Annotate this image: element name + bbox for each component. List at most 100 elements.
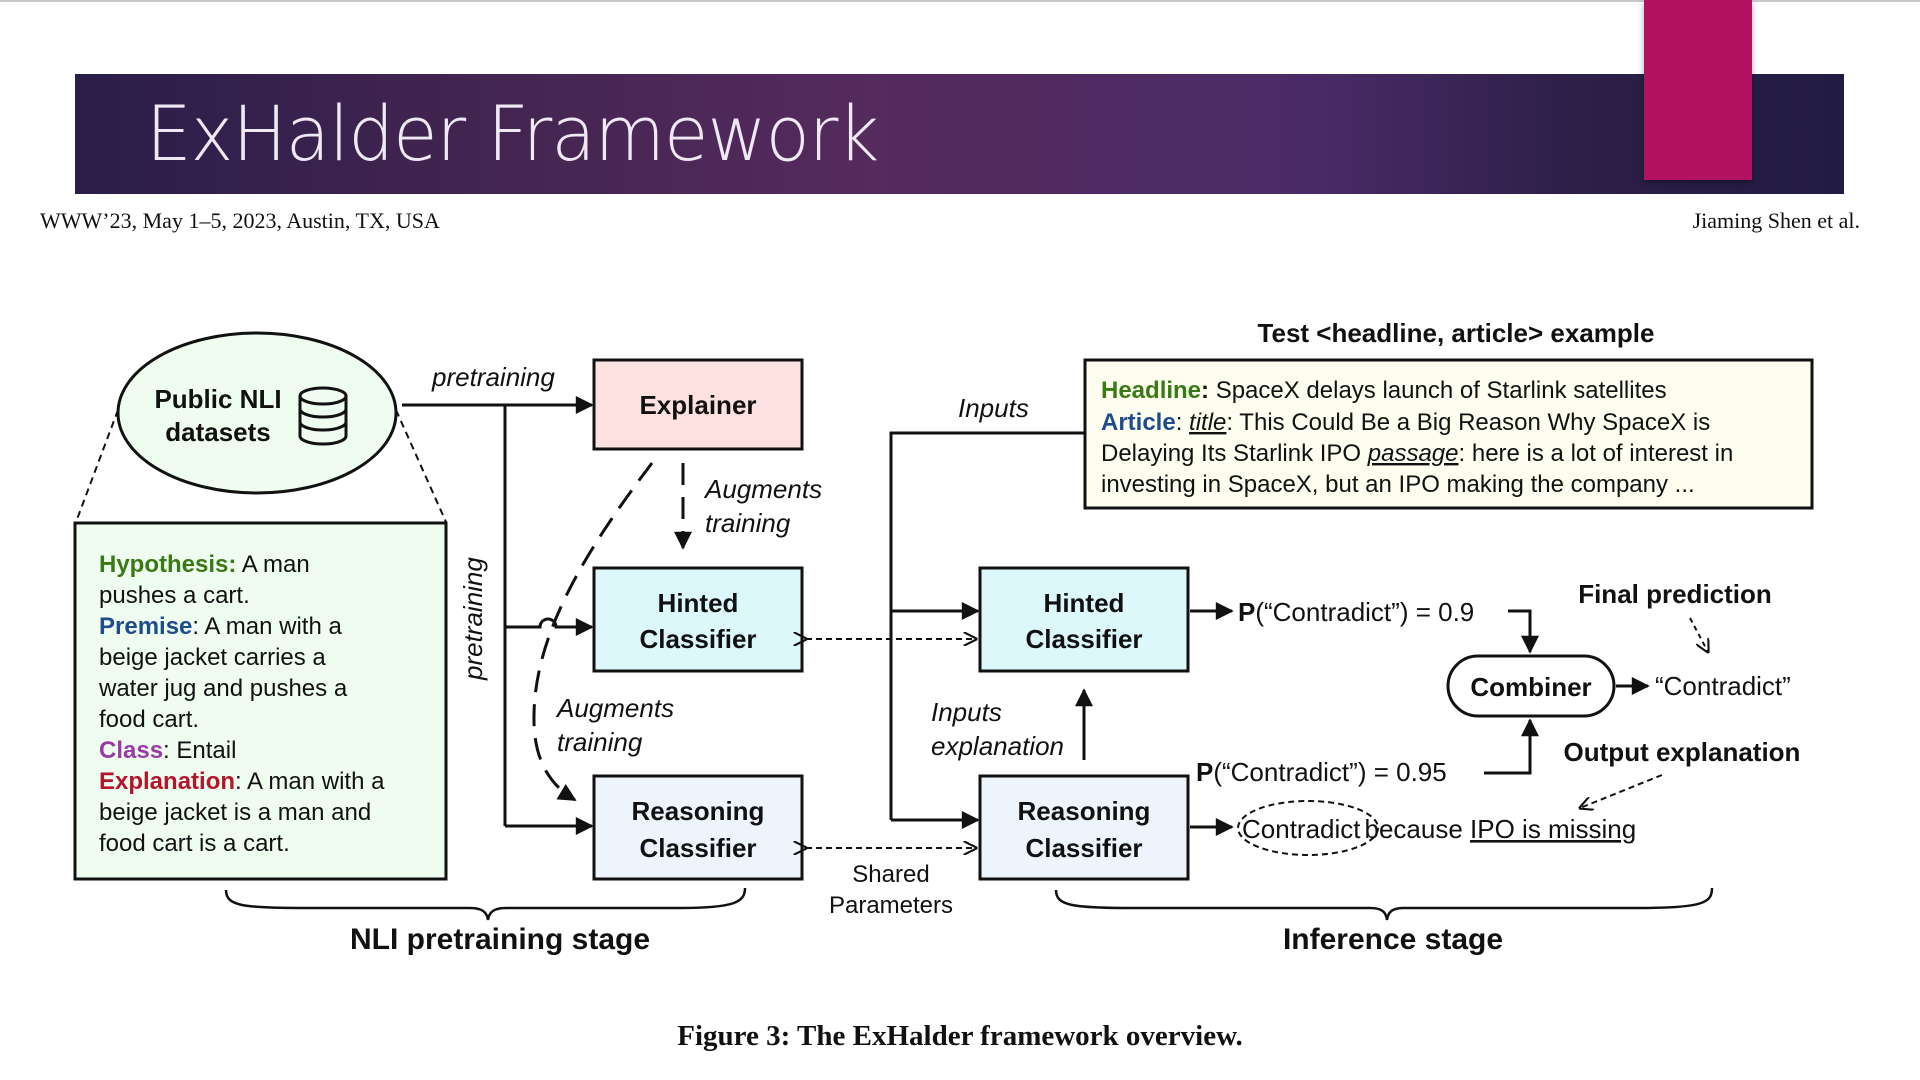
accent-bar	[1644, 0, 1752, 180]
hinted-label-1: Hinted	[658, 588, 739, 618]
class-key: Class	[99, 737, 163, 764]
explainer-box: Explainer	[592, 358, 804, 451]
p-hinted: P(“Contradict”) = 0.9	[1238, 597, 1474, 627]
final-label: “Contradict”	[1655, 671, 1791, 701]
pretraining-arrows	[402, 396, 594, 835]
zoom-line-right	[395, 409, 447, 523]
reasoning-to-combiner-arrow	[1484, 718, 1539, 775]
hypothesis-line: Hypothesis: A man	[99, 551, 310, 578]
nli-stage-label: NLI pretraining stage	[350, 923, 650, 956]
premise-line-2: beige jacket carries a	[99, 644, 326, 671]
reasoning-label-1: Reasoning	[1018, 796, 1151, 826]
inputs-trunk	[889, 431, 1085, 820]
nli-stage-brace	[224, 887, 747, 921]
database-icon	[298, 386, 348, 446]
title-word: title	[1189, 409, 1226, 436]
article-line-1: Article: title: This Could Be a Big Reas…	[1101, 409, 1710, 436]
p-reasoning-rest: (“Contradict”) = 0.95	[1213, 757, 1446, 787]
hinted-to-combiner-arrow	[1508, 609, 1539, 654]
passage-word: passage	[1367, 440, 1459, 467]
running-head-right: Jiaming Shen et al.	[1692, 208, 1860, 233]
augments-label-1: Augments	[703, 474, 822, 504]
hypothesis-text: A man	[236, 551, 309, 578]
class-line: Class: Entail	[99, 737, 236, 764]
explanation-reason: IPO is missing	[1470, 814, 1636, 844]
augments-arrow-reasoning	[532, 462, 654, 802]
reasoning-label-1: Reasoning	[632, 796, 765, 826]
inference-stage-brace	[1054, 887, 1714, 921]
p-hinted-rest: (“Contradict”) = 0.9	[1255, 597, 1474, 627]
top-rule	[0, 0, 1920, 2]
reasoning-classifier-pretrain: Reasoning Classifier	[592, 774, 804, 881]
p-reasoning: P(“Contradict”) = 0.95	[1196, 757, 1447, 787]
hypothesis-line-2: pushes a cart.	[99, 582, 250, 609]
premise-text: : A man with a	[192, 613, 342, 640]
pretraining-label-top: pretraining	[431, 362, 555, 392]
final-prediction-label: Final prediction	[1578, 579, 1772, 609]
datasets-label-2: datasets	[165, 417, 271, 447]
headline-text: SpaceX delays launch of Starlink satelli…	[1209, 377, 1667, 404]
inputs-label: Inputs	[958, 393, 1029, 423]
output-explanation-pointer	[1580, 774, 1663, 808]
training-label-1: training	[705, 508, 791, 538]
test-example-title: Test <headline, article> example	[1258, 318, 1655, 348]
augments-label-2: Augments	[555, 693, 674, 723]
explanation-line-2: beige jacket is a man and	[99, 799, 371, 826]
explainer-label: Explainer	[639, 390, 756, 420]
zoom-line-left	[75, 409, 119, 523]
pretraining-label-vertical: pretraining	[458, 557, 488, 681]
reasoning-label-2: Classifier	[1025, 833, 1142, 863]
inference-stage-label: Inference stage	[1283, 923, 1503, 956]
hypothesis-key: Hypothesis:	[99, 551, 236, 578]
explanation-line: Explanation: A man with a	[99, 768, 385, 795]
reasoning-classifier-inference: Reasoning Classifier	[978, 774, 1190, 881]
article-line-2-a: Delaying Its Starlink IPO	[1101, 440, 1368, 467]
training-label-2: training	[557, 727, 643, 757]
headline-colon: :	[1201, 377, 1209, 404]
reasoning-label-2: Classifier	[639, 833, 756, 863]
title-bar	[75, 74, 1844, 194]
hinted-label-2: Classifier	[639, 624, 756, 654]
inputs-arrows	[889, 431, 1085, 829]
explanation-class: Contradict	[1242, 814, 1361, 844]
explanation-text: : A man with a	[235, 768, 385, 795]
shared-label-2: Parameters	[829, 892, 953, 919]
combiner-box: Combiner	[1446, 654, 1616, 718]
combiner-label: Combiner	[1470, 672, 1591, 702]
premise-line-4: food cart.	[99, 706, 199, 733]
article-key: Article	[1101, 409, 1176, 436]
pretraining-arrow-hinted	[505, 617, 594, 636]
shared-label-1: Shared	[852, 861, 929, 888]
class-text: : Entail	[163, 737, 236, 764]
test-example-box: Headline: SpaceX delays launch of Starli…	[1083, 358, 1814, 510]
inputs-expl-label-1: Inputs	[931, 697, 1002, 727]
explanation-line-3: food cart is a cart.	[99, 830, 290, 857]
p-hinted-bold: P	[1238, 597, 1255, 627]
p-reasoning-bold: P	[1196, 757, 1213, 787]
explanation-key: Explanation	[99, 768, 235, 795]
hinted-classifier-inference: Hinted Classifier	[978, 566, 1190, 673]
datasets-label-1: Public NLI	[154, 384, 281, 414]
running-head-left: WWW’23, May 1–5, 2023, Austin, TX, USA	[40, 208, 440, 233]
headline-key: Headline	[1101, 377, 1201, 404]
headline-line: Headline: SpaceX delays launch of Starli…	[1101, 377, 1667, 404]
public-nli-datasets: Public NLI datasets	[116, 331, 398, 495]
premise-line: Premise: A man with a	[99, 613, 342, 640]
premise-line-3: water jug and pushes a	[98, 675, 348, 702]
article-line-2: Delaying Its Starlink IPO passage: here …	[1101, 440, 1733, 467]
explanation-because: because	[1365, 814, 1471, 844]
article-colon: :	[1176, 409, 1189, 436]
article-line-3: investing in SpaceX, but an IPO making t…	[1101, 471, 1695, 498]
inputs-expl-label-2: explanation	[931, 731, 1064, 761]
hinted-label-1: Hinted	[1044, 588, 1125, 618]
hinted-label-2: Classifier	[1025, 624, 1142, 654]
article-line-1-rest: : This Could Be a Big Reason Why SpaceX …	[1226, 409, 1710, 436]
final-prediction-pointer	[1689, 617, 1708, 652]
output-explanation-label: Output explanation	[1564, 737, 1801, 767]
figure-caption: Figure 3: The ExHalder framework overvie…	[677, 1020, 1243, 1052]
nli-example-box: Hypothesis: A man pushes a cart. Premise…	[73, 521, 448, 881]
slide-title: ExHalder Framework	[146, 89, 879, 178]
hinted-classifier-pretrain: Hinted Classifier	[592, 566, 804, 673]
